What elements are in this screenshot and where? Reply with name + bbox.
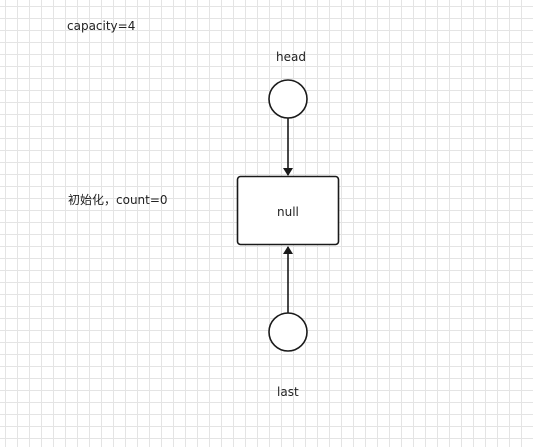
capacity-label: capacity=4 xyxy=(67,19,136,33)
last-label: last xyxy=(277,385,299,399)
null-node-box xyxy=(236,175,340,246)
null-node-label: null xyxy=(277,205,299,219)
last-node-circle xyxy=(268,312,308,352)
head-node-circle xyxy=(268,79,308,119)
init-count-label: 初始化，count=0 xyxy=(68,193,168,207)
head-label: head xyxy=(276,50,306,64)
